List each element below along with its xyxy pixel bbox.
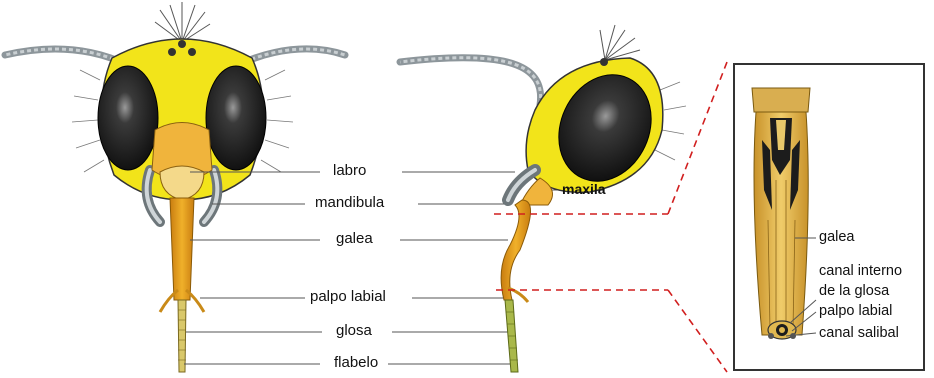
label-glosa: glosa [336, 322, 372, 339]
inset-label-palpo-labial: palpo labial [819, 303, 892, 319]
label-mandibula: mandibula [315, 194, 384, 211]
front-view-head [5, 2, 345, 372]
inset-label-de-la-glosa: de la glosa [819, 283, 889, 299]
inset-label-canal-interno: canal interno [819, 263, 902, 279]
label-labro: labro [333, 162, 366, 179]
label-palpo-labial: palpo labial [310, 288, 386, 305]
label-galea: galea [336, 230, 373, 247]
label-maxila: maxila [562, 181, 606, 197]
side-view-head [400, 25, 686, 372]
side-antenna [400, 58, 541, 105]
side-proboscis [501, 200, 530, 300]
inset-label-canal-salibal: canal salibal [819, 325, 899, 341]
inset-label-galea: galea [819, 229, 854, 245]
front-leader-lines [184, 172, 322, 364]
left-compound-eye [98, 66, 158, 170]
proboscis [170, 198, 194, 300]
label-flabelo: flabelo [334, 354, 378, 371]
right-compound-eye [206, 66, 266, 170]
glossa [178, 300, 186, 372]
